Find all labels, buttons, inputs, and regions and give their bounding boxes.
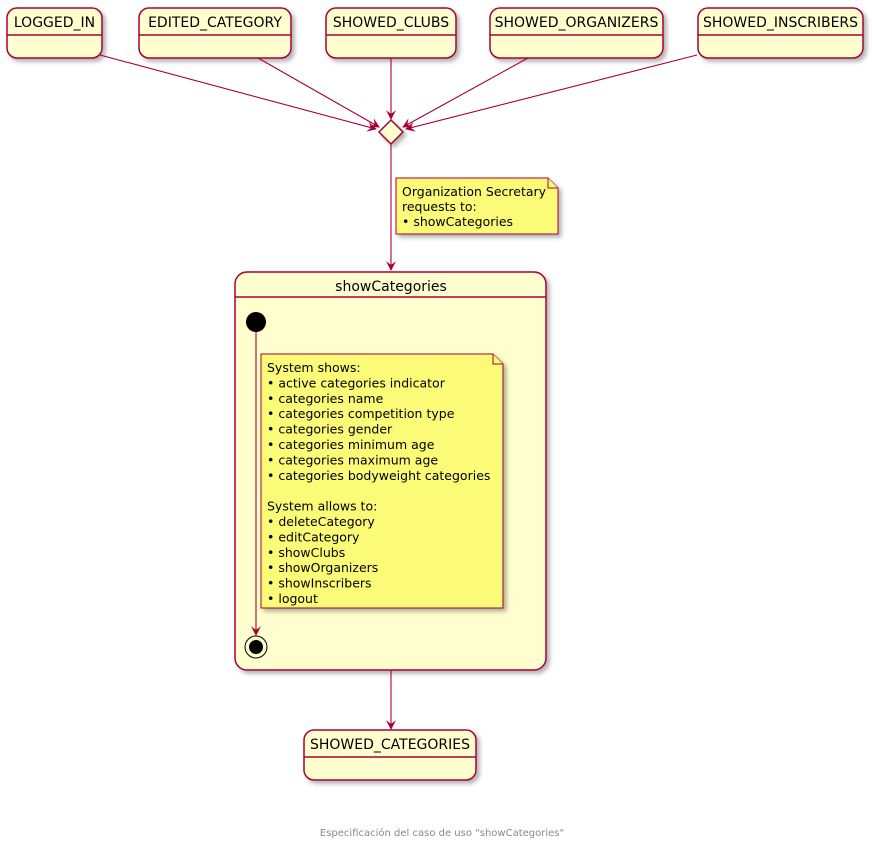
state-edited-category-label: EDITED_CATEGORY: [148, 15, 282, 31]
note-system: System shows:• active categories indicat…: [260, 353, 504, 609]
note-system-line: • logout: [267, 591, 318, 606]
note-system-line: • categories name: [267, 391, 384, 406]
composite-state-title: showCategories: [335, 279, 447, 295]
note-system-line: • categories minimum age: [267, 437, 435, 452]
note-request-line-2: requests to:: [402, 199, 477, 214]
state-edited-category: EDITED_CATEGORY: [138, 7, 292, 59]
note-system-line: • categories competition type: [267, 406, 455, 421]
state-logged-in: LOGGED_IN: [6, 7, 103, 59]
state-showed-clubs: SHOWED_CLUBS: [325, 7, 457, 59]
arrow-showed-organizers: [402, 57, 529, 128]
initial-node: [246, 312, 266, 332]
state-showed-categories-label: SHOWED_CATEGORIES: [310, 737, 470, 753]
arrow-edited-category: [257, 57, 380, 128]
composite-state-show-categories: showCategories System shows:• active cat…: [234, 271, 547, 671]
note-request-line-1: Organization Secretary: [402, 184, 547, 199]
note-system-line: System allows to:: [267, 499, 377, 514]
state-showed-organizers: SHOWED_ORGANIZERS: [489, 7, 664, 59]
state-showed-categories: SHOWED_CATEGORIES: [303, 729, 477, 781]
note-request-line-3: • showCategories: [402, 214, 513, 229]
note-system-line: • showInscribers: [267, 576, 372, 591]
note-system-line: • categories maximum age: [267, 452, 438, 467]
state-showed-inscribers: SHOWED_INSCRIBERS: [697, 7, 864, 59]
note-system-line: • showOrganizers: [267, 560, 378, 575]
note-system-line: System shows:: [267, 360, 361, 375]
note-system-line: • editCategory: [267, 529, 360, 544]
state-logged-in-label: LOGGED_IN: [14, 15, 95, 31]
note-system-line: • showClubs: [267, 545, 345, 560]
merge-diamond: [377, 118, 405, 146]
state-showed-clubs-label: SHOWED_CLUBS: [333, 15, 449, 31]
final-node: [244, 635, 268, 659]
arrow-logged-in: [99, 54, 377, 132]
note-system-line: • categories gender: [267, 422, 393, 437]
incoming-arrows: [99, 54, 698, 132]
state-showed-inscribers-label: SHOWED_INSCRIBERS: [703, 15, 858, 31]
arrow-showed-inscribers: [405, 54, 698, 132]
state-showed-organizers-label: SHOWED_ORGANIZERS: [495, 15, 659, 31]
note-system-line: • deleteCategory: [267, 514, 375, 529]
note-system-line: • active categories indicator: [267, 375, 446, 390]
diagram-footer: Especificación del caso de uso "showCate…: [320, 827, 564, 839]
note-system-line: • categories bodyweight categories: [267, 468, 490, 483]
note-request: Organization Secretary requests to: • sh…: [395, 177, 559, 235]
